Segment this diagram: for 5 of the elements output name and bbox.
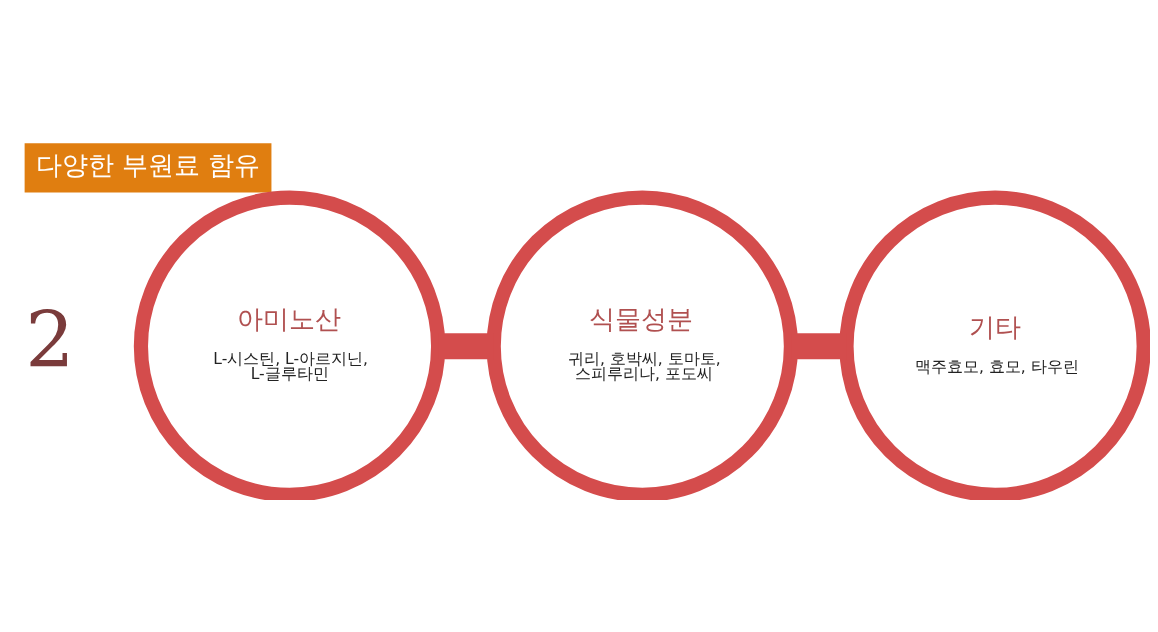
node-circle: 기타 맥주효모, 효모, 타우린 <box>839 190 1150 500</box>
diagram-title: 다양한 부원료 함유 <box>35 149 261 180</box>
node-circle: 식물성분 귀리, 호박씨, 토마토, 스피루리나, 포도씨 <box>486 190 799 500</box>
node-circle: 아미노산 L-시스틴, L-아르지닌, L-글루타민 <box>133 190 446 500</box>
label: 2 <box>25 293 75 384</box>
